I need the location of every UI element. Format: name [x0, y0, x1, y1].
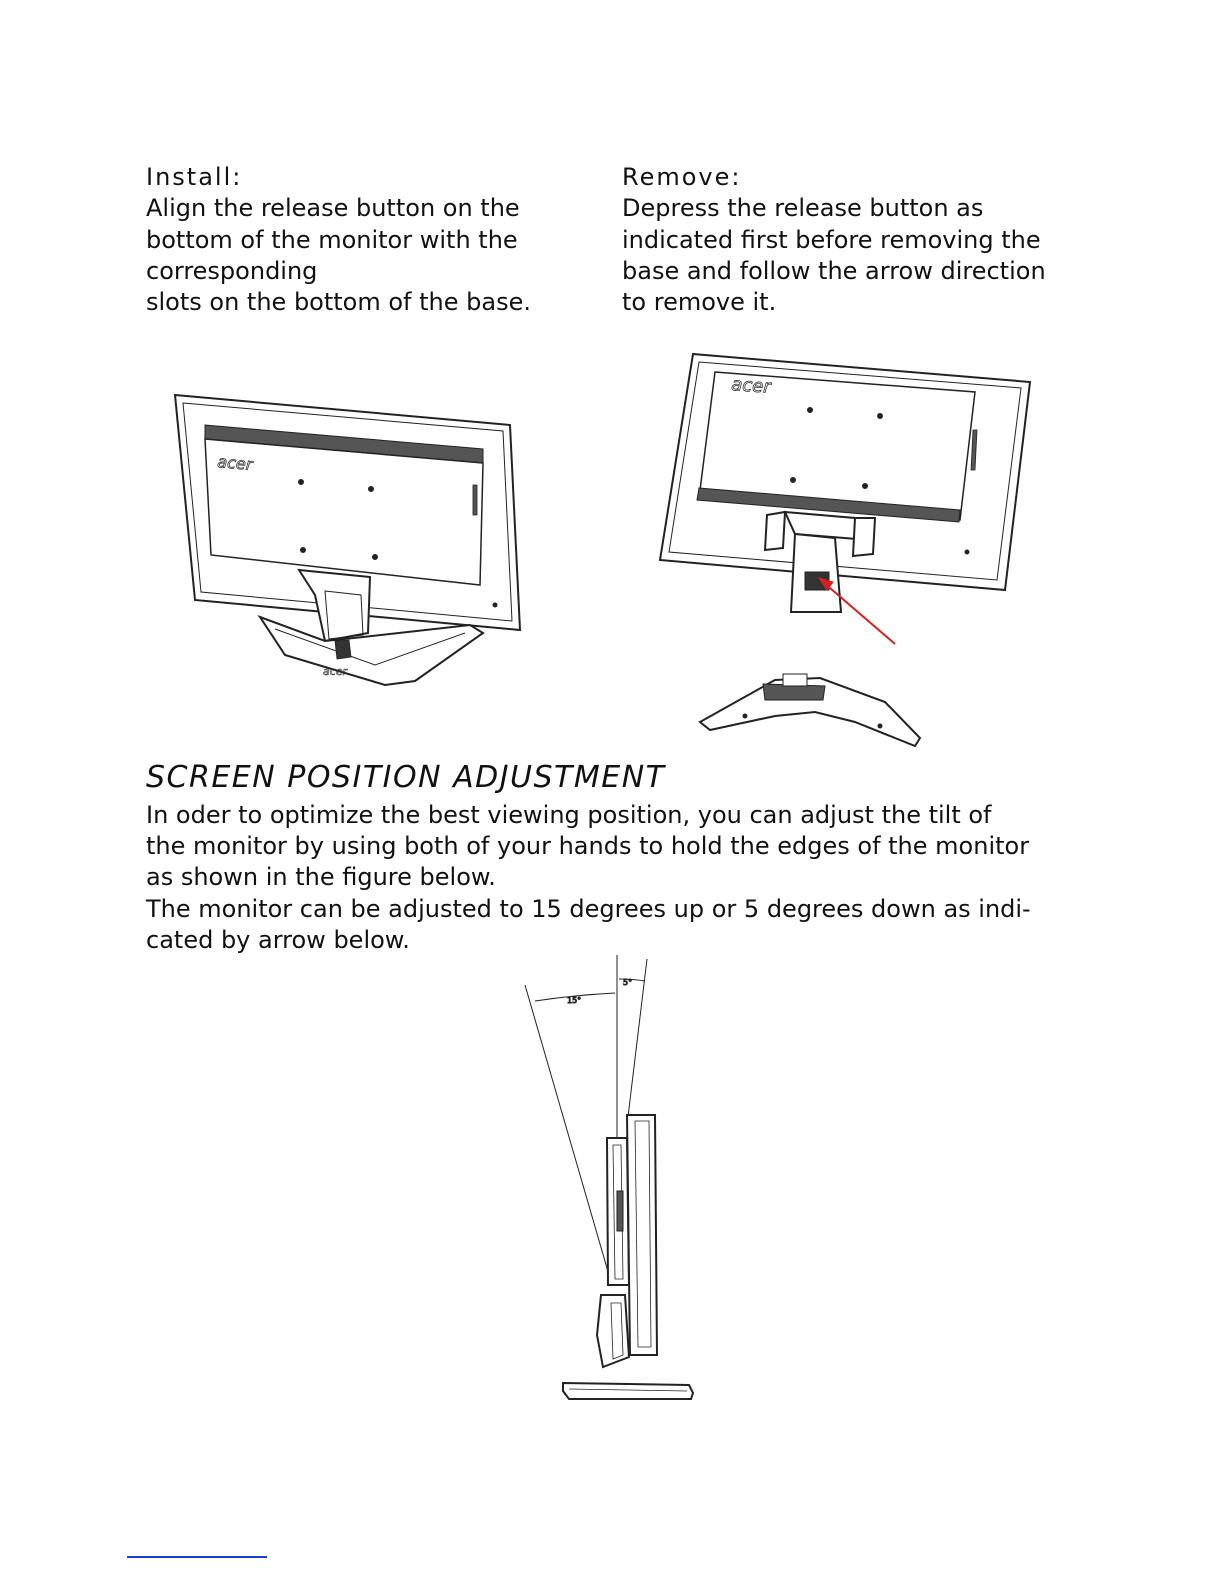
install-instructions: Install: Align the release button on the…: [146, 162, 596, 318]
remove-line: base and follow the arrow direction: [622, 256, 1046, 285]
install-line: corresponding: [146, 256, 318, 285]
install-illustration: acer acer: [165, 385, 535, 695]
tilt-diagram: 15° 5°: [505, 955, 705, 1405]
remove-line: Depress the release button as: [622, 194, 984, 223]
tilt-down-label: 5°: [623, 978, 632, 987]
install-line: Align the release button on the: [146, 194, 520, 223]
acer-logo: acer: [217, 452, 255, 474]
install-heading: Install:: [146, 163, 243, 191]
remove-instructions: Remove: Depress the release button as in…: [622, 162, 1092, 318]
install-line: slots on the bottom of the base.: [146, 288, 531, 317]
paragraph-line: In oder to optimize the best viewing pos…: [146, 801, 992, 829]
remove-heading: Remove:: [622, 163, 742, 191]
remove-line: to remove it.: [622, 288, 777, 317]
acer-logo: acer: [731, 374, 773, 398]
paragraph-line: The monitor can be adjusted to 15 degree…: [146, 895, 1031, 923]
acer-logo: acer: [323, 665, 349, 678]
install-line: bottom of the monitor with the: [146, 225, 518, 254]
footer-rule: [127, 1556, 267, 1558]
remove-illustration: acer: [655, 350, 1035, 755]
tilt-up-label: 15°: [567, 996, 581, 1005]
paragraph-line: cated by arrow below.: [146, 926, 410, 954]
paragraph-line: the monitor by using both of your hands …: [146, 832, 1030, 860]
release-arrow-icon: [822, 581, 896, 645]
paragraph-line: as shown in the figure below.: [146, 863, 496, 891]
section-title: SCREEN POSITION ADJUSTMENT: [146, 760, 666, 795]
remove-line: indicated first before removing the: [622, 225, 1041, 254]
